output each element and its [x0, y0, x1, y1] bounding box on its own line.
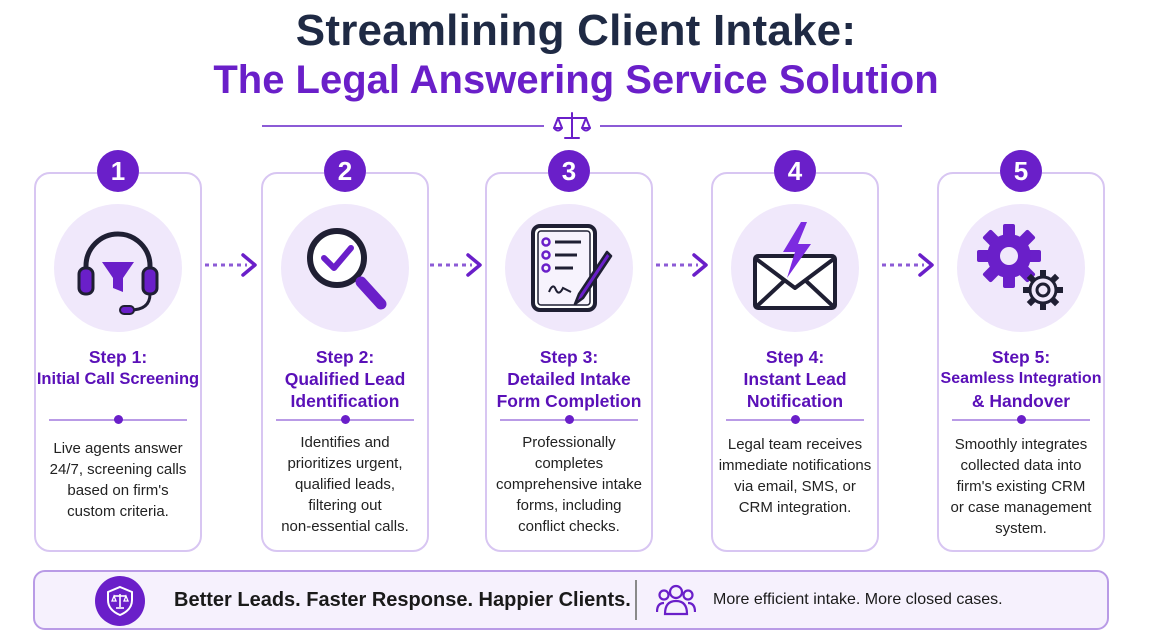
- step-desc-line: immediate notifications: [718, 457, 872, 474]
- magnifier-check-icon: [307, 228, 387, 310]
- step-desc-line: system.: [995, 520, 1047, 537]
- summary-banner: [33, 570, 1109, 630]
- step-icon-circle: [281, 204, 409, 332]
- banner-main-text: Better Leads. Faster Response. Happier C…: [174, 589, 631, 611]
- separator-dot: [565, 415, 574, 424]
- step-desc-line: custom criteria.: [67, 503, 169, 520]
- dashed-arrow-icon: [205, 253, 257, 277]
- step-desc-line: forms, including: [516, 497, 622, 514]
- step-icon-circle: [54, 204, 182, 332]
- step-title: Initial Call Screening: [34, 368, 202, 390]
- step-description: Professionally completes comprehensive i…: [485, 432, 653, 537]
- step-description: Smoothly integrates collected data into …: [937, 434, 1105, 539]
- step-title-line: Instant Lead: [743, 369, 847, 389]
- separator-dot: [114, 415, 123, 424]
- step-title: Instant Lead Notification: [711, 368, 879, 412]
- title-line-2: The Legal Answering Service Solution: [213, 58, 939, 102]
- step-description: Identifies and prioritizes urgent, quali…: [261, 432, 429, 537]
- step-label: Step 3:: [539, 347, 599, 367]
- step-title-line: Qualified Lead: [284, 369, 406, 389]
- title-divider-left: [262, 125, 544, 127]
- step-desc-line: comprehensive intake: [496, 476, 642, 493]
- step-desc-line: Legal team receives: [727, 436, 863, 453]
- step-number-badge: 4: [774, 150, 816, 192]
- title-divider-right: [600, 125, 902, 127]
- banner-badge: [95, 576, 145, 626]
- dashed-arrow-icon: [656, 253, 708, 277]
- separator-dot: [341, 415, 350, 424]
- step-title: Detailed Intake Form Completion: [485, 368, 653, 412]
- people-group-icon: [656, 584, 696, 616]
- step-icon-circle: [505, 204, 633, 332]
- step-desc-line: firm's existing CRM: [956, 478, 1086, 495]
- step-desc-line: collected data into: [960, 457, 1082, 474]
- step-desc-line: conflict checks.: [518, 518, 620, 535]
- step-title-line: Form Completion: [496, 391, 642, 411]
- step-title-line: Seamless Integration: [940, 370, 1102, 387]
- dashed-arrow-icon: [430, 253, 482, 277]
- step-desc-line: completes: [534, 455, 604, 472]
- headset-funnel-icon: [77, 231, 159, 315]
- step-label: Step 4:: [765, 347, 825, 367]
- step-icon-circle: [731, 204, 859, 332]
- step-desc-line: 24/7, screening calls: [49, 461, 187, 478]
- step-desc-line: Professionally: [522, 434, 616, 451]
- step-number-badge: 2: [324, 150, 366, 192]
- step-label: Step 5:: [991, 347, 1051, 367]
- separator-dot: [1017, 415, 1026, 424]
- step-number-badge: 1: [97, 150, 139, 192]
- scales-icon: [553, 112, 591, 139]
- step-description: Legal team receives immediate notificati…: [711, 434, 879, 518]
- dashed-arrow-icon: [882, 253, 934, 277]
- step-title-line: & Handover: [971, 391, 1071, 411]
- step-title: Seamless Integration & Handover: [937, 368, 1105, 412]
- step-title: Qualified Lead Identification: [261, 368, 429, 412]
- step-desc-line: CRM integration.: [738, 499, 852, 516]
- title-line-1: Streamlining Client Intake:: [295, 6, 857, 55]
- step-label: Step 1:: [88, 347, 148, 367]
- step-label: Step 2:: [315, 347, 375, 367]
- step-number-badge: 5: [1000, 150, 1042, 192]
- step-desc-line: or case management: [950, 499, 1092, 516]
- banner-secondary-text: More efficient intake. More closed cases…: [713, 591, 1003, 608]
- banner-divider: [635, 580, 637, 620]
- step-desc-line: filtering out: [308, 497, 382, 514]
- step-title-line: Initial Call Screening: [36, 370, 200, 388]
- step-desc-line: based on firm's: [67, 482, 169, 499]
- shield-scales-icon: [107, 585, 133, 617]
- step-desc-line: non-essential calls.: [281, 518, 409, 535]
- step-desc-line: Smoothly integrates: [954, 436, 1088, 453]
- step-title-line: Detailed Intake: [507, 369, 631, 389]
- step-number-badge: 3: [548, 150, 590, 192]
- step-title-line: Notification: [746, 391, 844, 411]
- step-desc-line: prioritizes urgent,: [287, 455, 403, 472]
- step-desc-line: Live agents answer: [53, 440, 183, 457]
- gears-icon: [977, 224, 1063, 310]
- tablet-form-pen-icon: [531, 224, 613, 312]
- step-desc-line: Identifies and: [300, 434, 390, 451]
- envelope-lightning-icon: [753, 222, 837, 310]
- step-description: Live agents answer 24/7, screening calls…: [34, 438, 202, 522]
- separator-dot: [791, 415, 800, 424]
- step-desc-line: via email, SMS, or: [734, 478, 856, 495]
- step-icon-circle: [957, 204, 1085, 332]
- step-desc-line: qualified leads,: [294, 476, 396, 493]
- step-title-line: Identification: [290, 391, 400, 411]
